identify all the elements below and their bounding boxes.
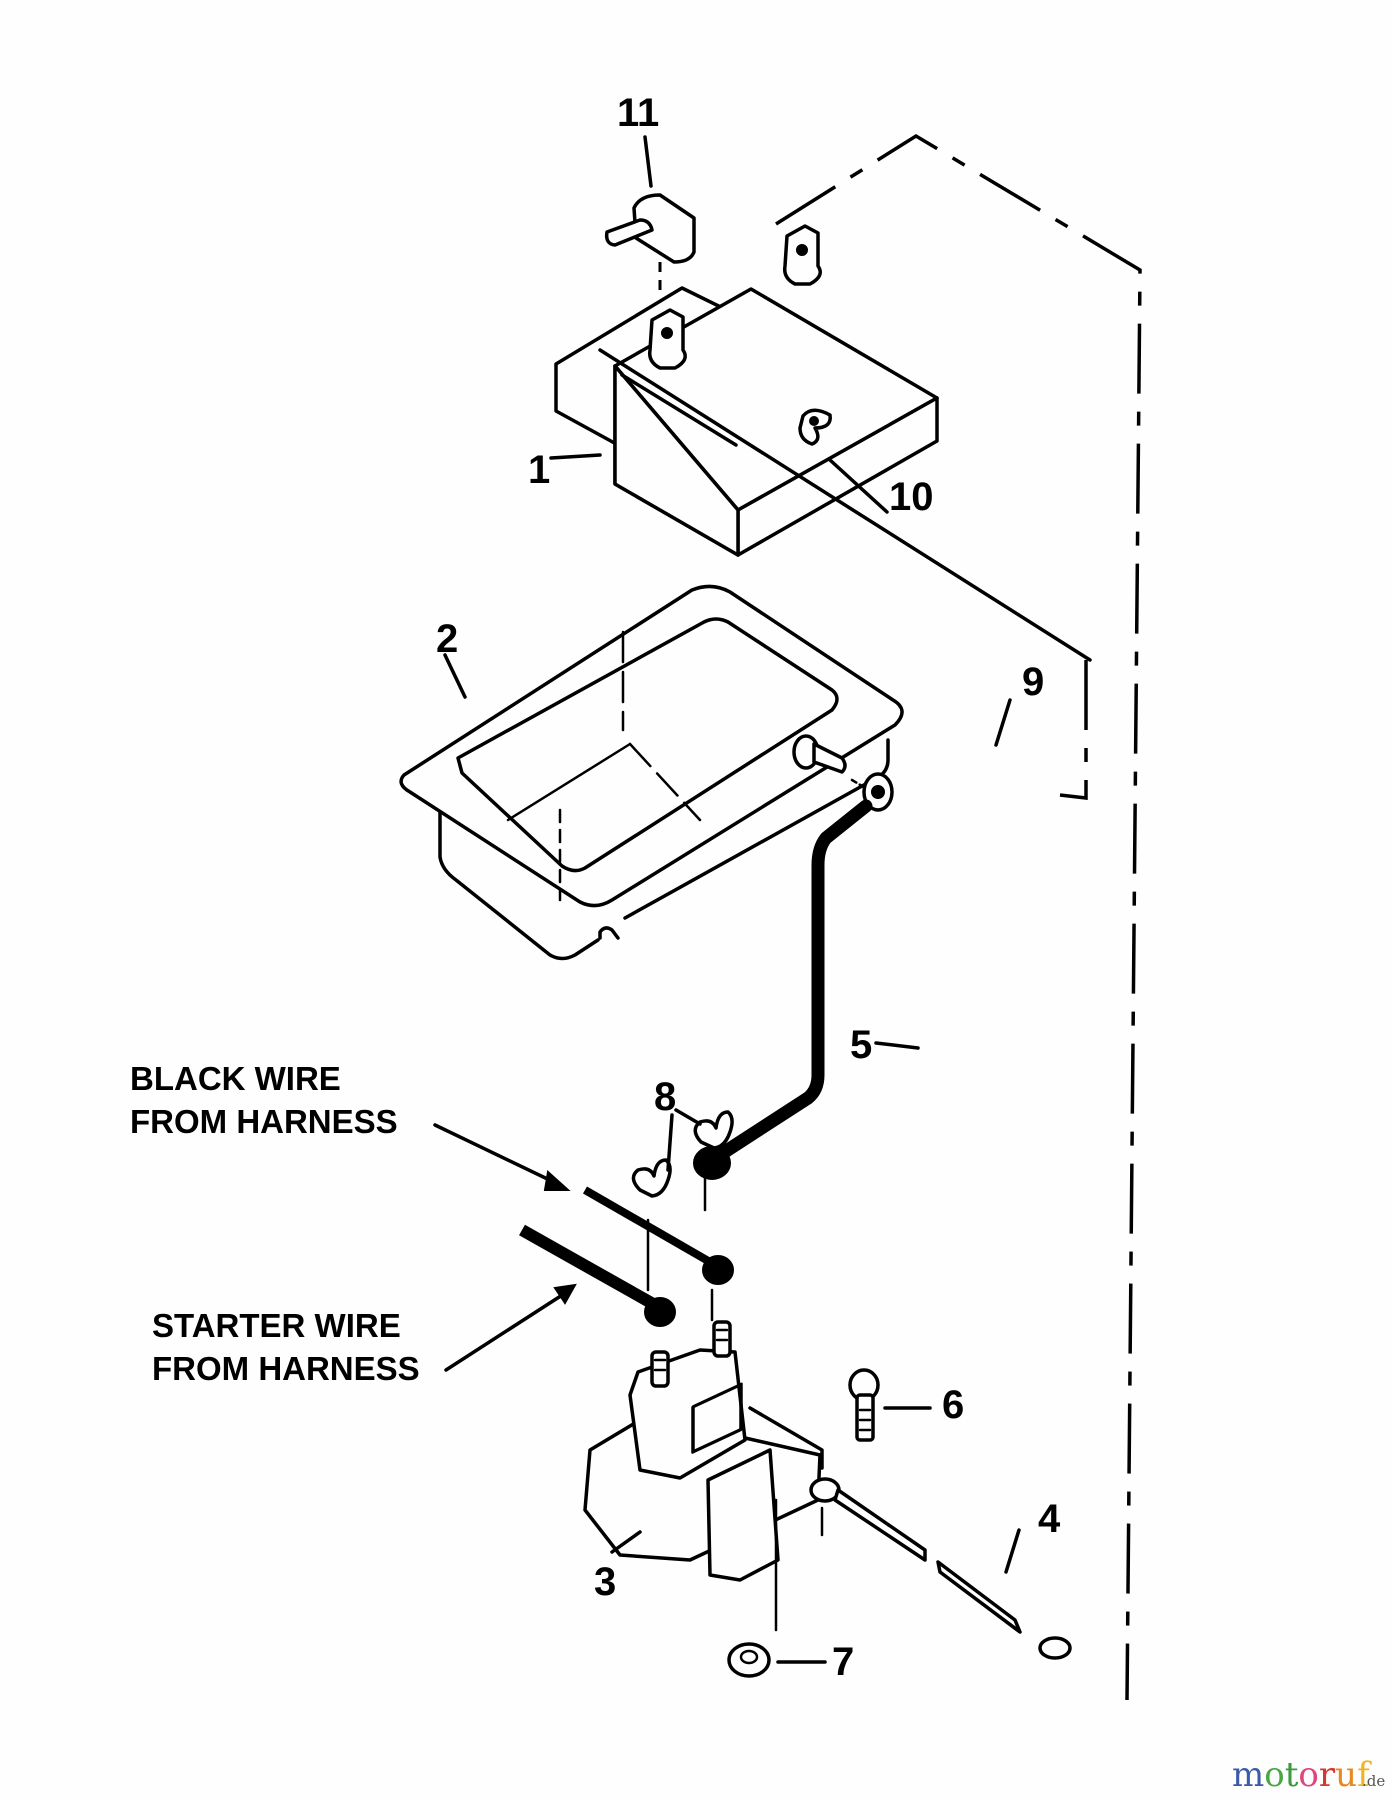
wm-letter: r [1319,1755,1336,1795]
battery-terminal-pos [782,224,822,286]
watermark-text: motoruf [1232,1755,1372,1795]
wm-letter: o [1298,1755,1318,1795]
wm-letter: t [1285,1755,1299,1795]
note-black-wire-line1: BLACK WIRE [130,1060,341,1097]
callout-1: 1 [528,448,550,492]
wm-letter: o [1264,1755,1284,1795]
battery-tray[interactable] [399,584,904,961]
battery[interactable] [554,224,1092,662]
callout-4: 4 [1038,1497,1061,1541]
wing-nut-10 [798,408,832,446]
wing-nuts[interactable] [631,1110,734,1292]
callout-5: 5 [850,1023,872,1067]
starter-wire [519,1224,676,1327]
wm-letter: u [1335,1755,1357,1795]
note-arrows [433,1123,577,1372]
callout-9: 9 [1022,660,1044,704]
leader-lines [443,135,1021,1664]
note-starter-wire: STARTER WIRE FROM HARNESS [152,1307,420,1387]
ground-cable[interactable] [809,1477,1072,1660]
bolt[interactable] [748,1368,880,1470]
battery-cable[interactable] [693,772,894,1180]
nut[interactable] [727,1642,771,1678]
note-starter-wire-line1: STARTER WIRE [152,1307,401,1344]
callout-3: 3 [594,1560,616,1604]
solenoid-stud-left [650,1350,670,1388]
solenoid-stud-right [712,1320,732,1358]
terminal-cover[interactable] [604,193,696,292]
callout-11: 11 [617,91,659,135]
callout-8: 8 [654,1075,676,1119]
callout-6: 6 [942,1383,964,1427]
watermark-logo[interactable]: motoruf .de [1232,1755,1385,1795]
callout-10: 10 [889,475,934,519]
callout-7: 7 [832,1640,854,1684]
note-starter-wire-line2: FROM HARNESS [152,1350,420,1387]
wm-letter: f [1357,1755,1372,1795]
callout-2: 2 [436,617,458,661]
watermark-suffix: .de [1362,1772,1385,1790]
battery-terminal-neg [647,308,687,370]
terminal-bolt[interactable] [792,734,864,788]
reference-line [775,133,1142,1701]
note-black-wire: BLACK WIRE FROM HARNESS [130,1060,398,1140]
black-wire [583,1186,734,1322]
wm-letter: m [1232,1755,1264,1795]
note-black-wire-line2: FROM HARNESS [130,1103,398,1140]
starter-solenoid[interactable] [583,1320,822,1632]
